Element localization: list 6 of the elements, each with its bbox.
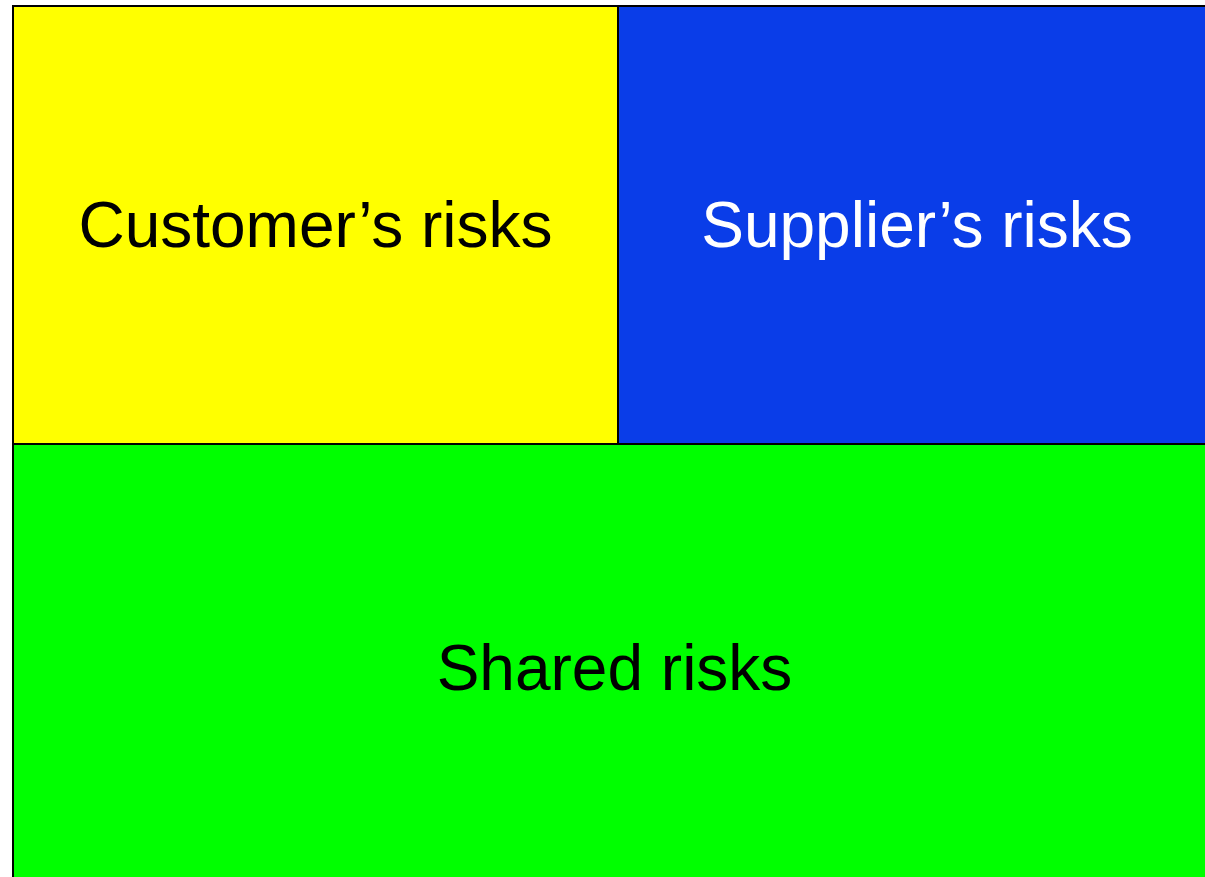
risk-panel: [617, 5, 1205, 445]
panel-label: Shared risks: [436, 631, 793, 705]
panel-label: Supplier’s risks: [701, 188, 1133, 262]
risk-panel: [12, 5, 619, 445]
panel-label: Customer’s risks: [78, 188, 553, 262]
risk-panel: [12, 443, 1205, 877]
